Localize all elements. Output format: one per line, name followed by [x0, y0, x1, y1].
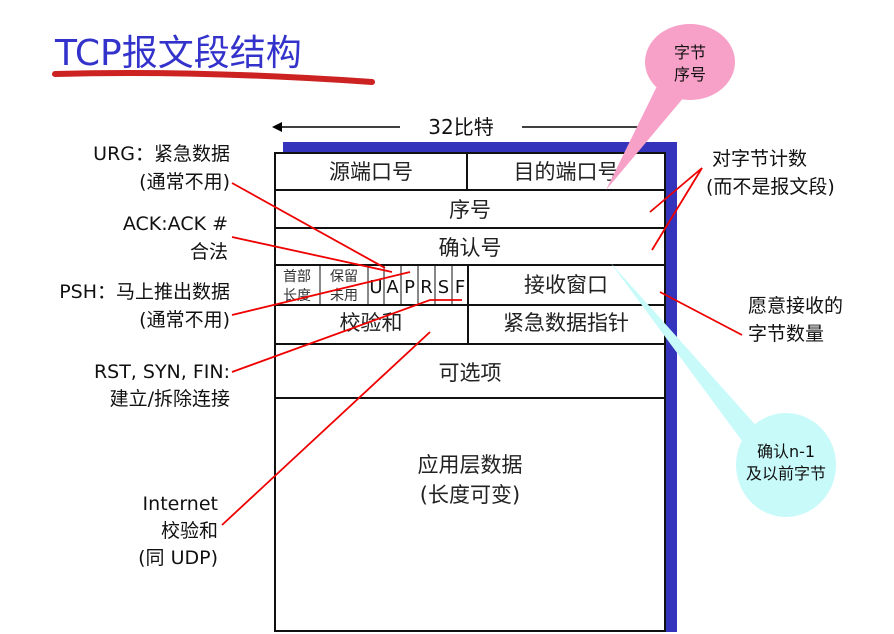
title: TCP报文段结构: [54, 33, 302, 74]
seq-bubble-line2: 序号: [674, 65, 706, 84]
flag-psh: P: [404, 277, 415, 298]
field-rcv-window: 接收窗口: [524, 273, 608, 297]
window-label-2: 字节数量: [748, 323, 824, 345]
ack-bubble-tail: [610, 262, 760, 445]
arrowhead-icon: [272, 122, 282, 132]
seq-bubble: [645, 24, 735, 100]
field-reserved-1: 保留: [330, 269, 358, 285]
seq-bubble-line1: 字节: [674, 43, 706, 62]
flag-urg: U: [369, 277, 382, 298]
byte-count-label-2: (而不是报文段): [706, 176, 835, 198]
flag-rst: R: [420, 277, 433, 298]
window-label-1: 愿意接收的: [748, 295, 843, 317]
field-reserved-2: 未用: [330, 288, 358, 304]
rst-label-2: 建立/拆除连接: [110, 388, 230, 410]
psh-label-1: PSH：马上推出数据: [59, 281, 230, 303]
field-options: 可选项: [439, 361, 502, 385]
field-hdr-len-1: 首部: [283, 269, 311, 285]
field-data-2: (长度可变): [420, 483, 520, 507]
field-urg-ptr: 紧急数据指针: [503, 311, 629, 335]
field-dst-port: 目的端口号: [514, 160, 619, 184]
ack-bubble: [736, 413, 836, 517]
field-seq: 序号: [449, 198, 491, 222]
internet-label-3: (同 UDP): [138, 547, 218, 569]
flag-syn: S: [438, 277, 449, 298]
field-ack: 确认号: [439, 236, 502, 260]
urg-label-2: (通常不用): [139, 171, 230, 193]
field-src-port: 源端口号: [329, 160, 413, 184]
width-label: 32比特: [428, 115, 493, 139]
urg-label-1: URG：紧急数据: [93, 143, 230, 165]
title-underline: [52, 70, 375, 85]
ack-label-1: ACK:ACK #: [123, 213, 228, 235]
ack-label-2: 合法: [190, 241, 228, 263]
flag-ack: A: [386, 277, 399, 298]
ack-bubble-line1: 确认n-1: [757, 442, 815, 461]
internet-label-2: 校验和: [161, 520, 218, 542]
seq-bubble-tail: [606, 80, 690, 190]
flag-fin: F: [455, 277, 465, 298]
byte-count-label-1: 对字节计数: [712, 148, 807, 170]
field-data-1: 应用层数据: [418, 453, 523, 477]
field-checksum: 校验和: [340, 311, 403, 335]
ack-bubble-line2: 及以前字节: [746, 464, 826, 483]
rst-label-1: RST, SYN, FIN:: [94, 361, 230, 383]
psh-label-2: (通常不用): [139, 309, 230, 331]
internet-label-1: Internet: [143, 493, 218, 515]
segment-table: [274, 152, 666, 632]
pointer-lines: [221, 167, 743, 526]
field-hdr-len-2: 长度: [283, 288, 311, 304]
